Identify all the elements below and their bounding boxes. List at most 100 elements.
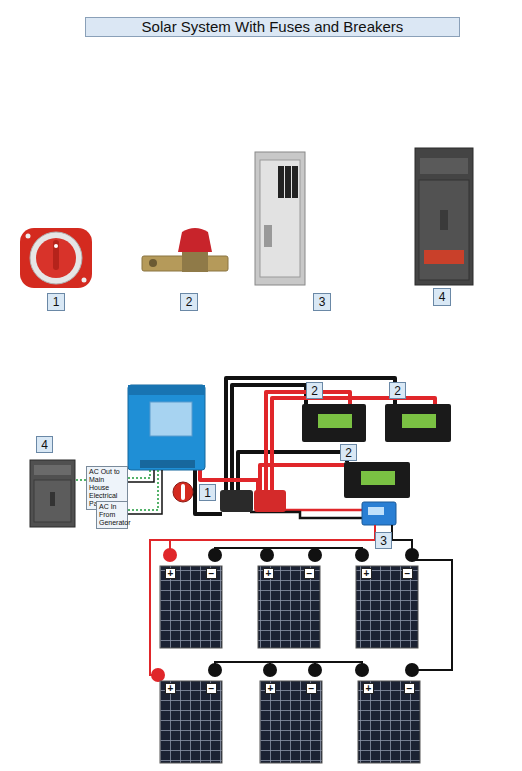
mount-hole [26, 234, 31, 239]
switch-dial [36, 238, 76, 278]
series-wire [215, 548, 362, 555]
panel-latch [440, 210, 448, 230]
ground-bar [264, 225, 272, 247]
solar-panel [260, 681, 322, 763]
positive-wire [150, 525, 375, 675]
terminal-sign: + [263, 568, 274, 579]
callout-number: 2 [306, 382, 323, 399]
solar-panel [356, 566, 418, 648]
terminal-sign: − [402, 568, 413, 579]
breaker-panel-photo [415, 148, 473, 285]
terminal-sign: − [404, 683, 415, 694]
switch-knob [181, 484, 185, 500]
solar-panels [160, 566, 420, 763]
solar-panel [358, 681, 420, 763]
panel-feed-wire [75, 479, 86, 481]
inverter-terminals [140, 460, 195, 468]
positive-busbar [254, 490, 286, 512]
note-text: AC In From Generator [99, 503, 131, 526]
controller-display [368, 507, 384, 515]
fuse-cap [178, 228, 212, 252]
fuse-photo [142, 228, 228, 272]
callout-text: 2 [394, 384, 401, 398]
panel-breakers [420, 158, 468, 174]
terminal-dot [355, 548, 369, 562]
disconnect-breakers [34, 465, 71, 475]
ac-out-wire [128, 470, 150, 478]
battery-case [385, 404, 451, 442]
disconnect-door [34, 480, 71, 522]
terminal-sign: + [363, 683, 374, 694]
negative-wire [238, 452, 347, 492]
fuse-hole [149, 259, 157, 267]
terminal-dot [208, 548, 222, 562]
negative-busbar [220, 490, 253, 512]
battery-wires [195, 378, 435, 514]
terminal-sign: + [165, 568, 176, 579]
terminal-sign: − [304, 568, 315, 579]
panel-sticker [424, 250, 464, 264]
callout-number: 1 [199, 484, 216, 501]
callout-number: 4 [36, 436, 53, 453]
series-wire [267, 548, 315, 555]
ac-in-wire [128, 470, 158, 510]
callout-number: 2 [340, 444, 357, 461]
battery-case [302, 404, 366, 442]
series-wire [215, 662, 362, 670]
battery-case [344, 462, 410, 498]
knob-mark [54, 244, 58, 248]
ac-out-wire [128, 470, 154, 482]
terminal-dot [208, 663, 222, 677]
inverter-case [128, 385, 205, 470]
terminal-sign: − [206, 683, 217, 694]
battery-label [318, 414, 352, 428]
combiner-inner [260, 160, 300, 277]
battery-switch-photo [20, 228, 92, 288]
callout-number: 1 [47, 293, 65, 311]
callout-text: 3 [380, 534, 387, 548]
callout-text: 4 [439, 290, 446, 304]
disconnect-latch [50, 492, 55, 506]
battery [344, 462, 410, 498]
callout-text: 2 [311, 384, 318, 398]
callout-text: 4 [41, 438, 48, 452]
callout-number: 2 [180, 293, 198, 311]
panel-case [415, 148, 473, 285]
battery [385, 404, 451, 442]
panel-door [419, 180, 469, 280]
solar-panel [258, 566, 320, 648]
callout-number: 4 [433, 288, 451, 306]
terminal-dot [151, 668, 165, 682]
combiner-box-photo [255, 152, 305, 285]
terminal-dot [405, 663, 419, 677]
solar-panel [160, 566, 222, 648]
diagram-title: Solar System With Fuses and Breakers [85, 17, 460, 37]
callout-text: 1 [204, 486, 211, 500]
battery [302, 404, 366, 442]
terminal-dot [260, 548, 274, 562]
inverter-top [128, 385, 205, 395]
callout-number: 3 [313, 293, 331, 311]
callout-number: 2 [389, 382, 406, 399]
panel-wiring [150, 525, 452, 675]
switch-ring [30, 232, 82, 284]
inverter-charger [128, 385, 205, 470]
solar-panel [160, 681, 222, 763]
terminal-dot [308, 548, 322, 562]
terminal-sign: − [306, 683, 317, 694]
terminal-dot [308, 663, 322, 677]
switch-plate [20, 228, 92, 288]
callout-text: 1 [53, 295, 60, 309]
negative-wire [226, 378, 395, 492]
terminal-dot [163, 548, 177, 562]
breaker-pole [292, 166, 298, 198]
negative-wire [232, 385, 306, 492]
ac-disconnect [30, 460, 75, 527]
breaker-pole [278, 166, 284, 198]
combiner-case [255, 152, 305, 285]
ac-in-wire [128, 470, 162, 514]
terminal-dot [405, 548, 419, 562]
battery-label [402, 414, 436, 428]
